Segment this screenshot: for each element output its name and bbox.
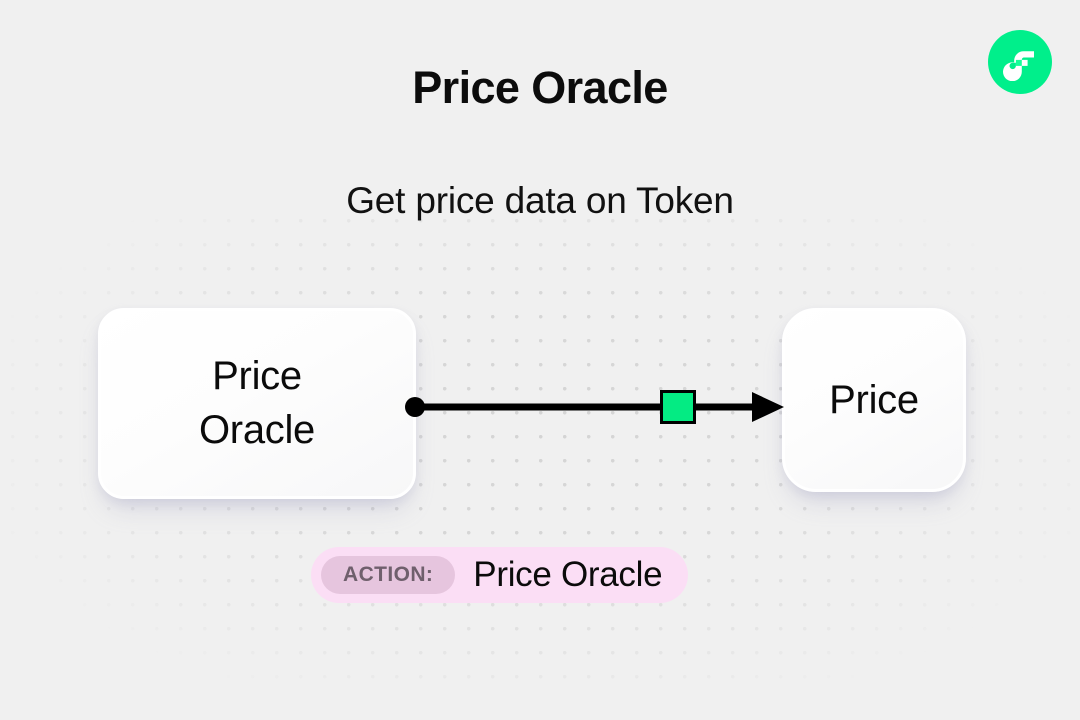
action-value: Price Oracle	[473, 555, 663, 594]
node-price[interactable]: Price	[782, 308, 966, 492]
arrow-head-icon	[752, 392, 784, 422]
node-target-label: Price	[829, 377, 919, 422]
page-subtitle: Get price data on Token	[346, 180, 734, 221]
action-badge: ACTION: Price Oracle	[311, 547, 689, 603]
page-title: Price Oracle	[412, 62, 668, 113]
action-chip-label: ACTION:	[321, 556, 456, 594]
node-source-label: Price Oracle	[198, 354, 315, 452]
node-price-oracle[interactable]: Price Oracle	[98, 308, 416, 499]
flow-logo-icon	[988, 30, 1052, 94]
edge-chip-icon[interactable]	[660, 390, 696, 424]
